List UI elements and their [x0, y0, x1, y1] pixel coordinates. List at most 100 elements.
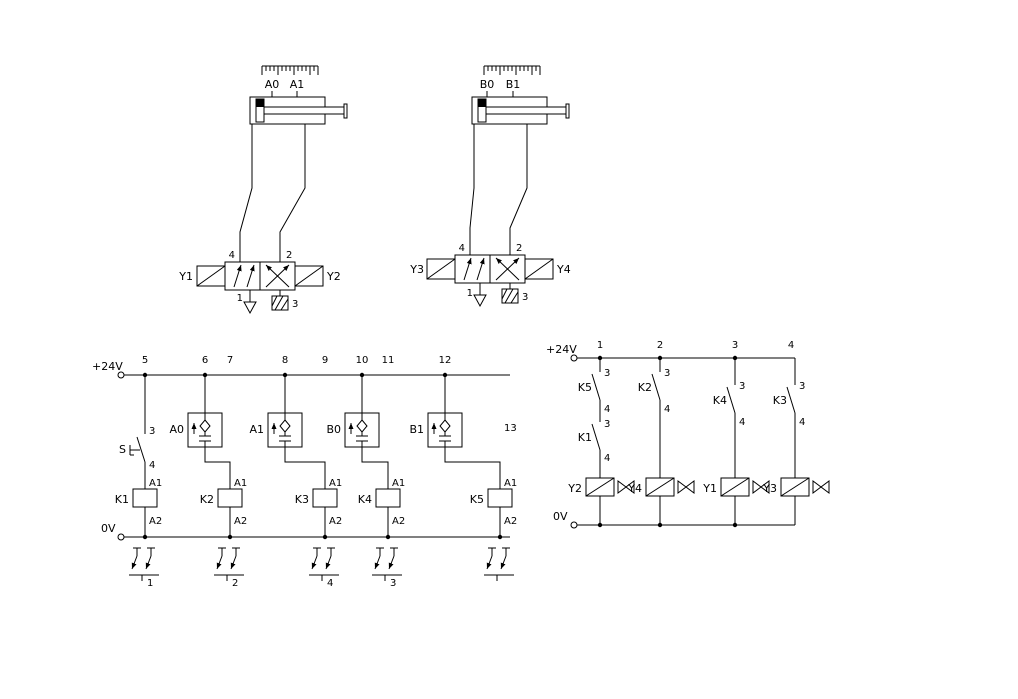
wire[interactable]	[284, 447, 326, 489]
relay-coil-k3[interactable]: K3 A1 A2	[295, 478, 342, 527]
proximity-switch-b0[interactable]: B0	[326, 413, 379, 447]
solenoid-coil-y4[interactable]: Y4	[627, 477, 695, 497]
pin-label: A1	[234, 478, 247, 489]
flow-arrow	[463, 257, 472, 281]
reed-switch-icon	[268, 413, 302, 447]
relay-coil-k1[interactable]: K1 A1 A2	[115, 478, 162, 527]
sensor-position-marks	[271, 91, 298, 97]
coil-box	[132, 488, 158, 508]
pin-label: 3	[799, 381, 805, 392]
contact-label: K1	[578, 431, 592, 444]
rail-0v-label: 0V	[553, 510, 568, 523]
wire[interactable]	[204, 447, 231, 489]
contact-blade	[136, 436, 146, 463]
xref-contacts-icon	[484, 548, 514, 581]
silencer-icon	[271, 295, 289, 311]
pin-label: A2	[234, 516, 247, 527]
wire[interactable]	[361, 447, 389, 489]
wire[interactable]	[239, 124, 253, 262]
wire-number-label: 4	[788, 340, 794, 351]
wire-number-label: 7	[227, 355, 233, 366]
wire[interactable]	[279, 124, 306, 262]
branch-a0-k2: A0 K2 A1 A2	[169, 375, 247, 537]
solenoid-coil-y2[interactable]: Y2	[567, 477, 635, 497]
contact-label: K5	[578, 381, 592, 394]
contact-k3[interactable]: 3 4 K3	[773, 381, 806, 428]
solenoid-box	[720, 477, 750, 497]
xref-contacts-icon	[309, 548, 339, 581]
branch-b0-k4: B0 K4 A1 A2	[326, 375, 405, 537]
sensor-position-marks	[486, 91, 514, 97]
cylinder-a-sensor-right-label: A1	[290, 78, 305, 91]
reed-switch-icon	[345, 413, 379, 447]
wire[interactable]	[469, 124, 475, 255]
sensor-label: A1	[249, 423, 264, 436]
solenoid-box	[645, 477, 675, 497]
valve-a[interactable]: Y1 Y2 4 2 1 3	[178, 250, 341, 315]
contact-xref-k1[interactable]: 1	[129, 548, 159, 589]
silencer-hatch	[271, 295, 289, 311]
contact-k5[interactable]: 3 4 K5	[578, 368, 611, 415]
flow-arrow	[495, 257, 520, 281]
silencer-hatch	[501, 288, 519, 304]
proximity-switch-a0[interactable]: A0	[169, 413, 222, 447]
wire-number-label: 5	[142, 355, 148, 366]
relay-coil-k5[interactable]: K5 A1 A2	[470, 478, 517, 527]
coil-box	[312, 488, 338, 508]
cylinder-a-sensor-left-label: A0	[265, 78, 280, 91]
valve-a-port-2-label: 2	[286, 250, 292, 261]
contact-k1[interactable]: 3 4 K1	[578, 419, 611, 464]
pin-label: A1	[329, 478, 342, 489]
solenoid-box	[780, 477, 810, 497]
pin-label: A1	[392, 478, 405, 489]
detent-icon	[129, 445, 140, 456]
ground-terminal[interactable]	[570, 521, 578, 529]
solenoid-label: Y4	[627, 482, 642, 495]
contact-k4[interactable]: 3 4 K4	[713, 381, 746, 428]
flow-arrow	[233, 264, 242, 288]
valve-b-solenoid-left-label: Y3	[409, 263, 424, 276]
ground-terminal[interactable]	[117, 533, 125, 541]
exhaust-triangle-icon	[473, 294, 487, 308]
rail-24v-label: +24V	[546, 343, 577, 356]
valve-b[interactable]: Y3 Y4 4 2 1 3	[409, 243, 571, 308]
rail-0v-label: 0V	[101, 522, 116, 535]
relay-coil-k2[interactable]: K2 A1 A2	[200, 478, 247, 527]
solenoid-y1-box	[196, 265, 226, 287]
solenoid-y4-box	[524, 258, 554, 280]
pin-label: A1	[149, 478, 162, 489]
solenoid-box	[585, 477, 615, 497]
contact-k2[interactable]: 3 4 K2	[638, 368, 671, 415]
solenoid-label: Y1	[702, 482, 717, 495]
pin-label: 4	[739, 417, 745, 428]
proximity-switch-b1[interactable]: B1	[409, 413, 462, 447]
solenoid-coil-y1[interactable]: Y1	[702, 477, 770, 497]
pneumatic-cylinder-b[interactable]: B0 B1	[471, 65, 570, 125]
ladder-left: +24V 0V 5 6 7 8 9 10 11 12 13 3 4	[92, 355, 517, 589]
solenoid-coil-y3[interactable]: Y3	[762, 477, 830, 497]
xref-number: 1	[147, 578, 153, 589]
cylinder-b-rod-end	[565, 103, 570, 119]
wire-number-label: 2	[657, 340, 663, 351]
sensor-label: A0	[169, 423, 184, 436]
pneumatic-cylinder-a[interactable]: A0 A1	[249, 65, 348, 125]
relay-coil-k4[interactable]: K4 A1 A2	[358, 478, 405, 527]
contact-blade	[651, 373, 661, 401]
switch-s[interactable]: 3 4 S	[119, 426, 155, 471]
wire[interactable]	[509, 124, 528, 255]
flow-arrow	[265, 264, 290, 288]
wire-number-label: 12	[439, 355, 452, 366]
contact-label: K2	[638, 381, 652, 394]
column-1: 3 4 K5 3 4 K1 Y2	[567, 358, 635, 525]
solenoid-label: Y2	[567, 482, 582, 495]
wire[interactable]	[444, 447, 501, 489]
valve-b-port-2-label: 2	[516, 243, 522, 254]
contact-xref-k4[interactable]: 3	[372, 548, 402, 589]
exhaust-triangle-icon	[243, 301, 257, 315]
contact-xref-k3[interactable]: 4	[309, 548, 339, 589]
contact-xref-k2[interactable]: 2	[214, 548, 244, 589]
contact-xref-k5[interactable]	[484, 548, 514, 581]
proximity-switch-a1[interactable]: A1	[249, 413, 302, 447]
